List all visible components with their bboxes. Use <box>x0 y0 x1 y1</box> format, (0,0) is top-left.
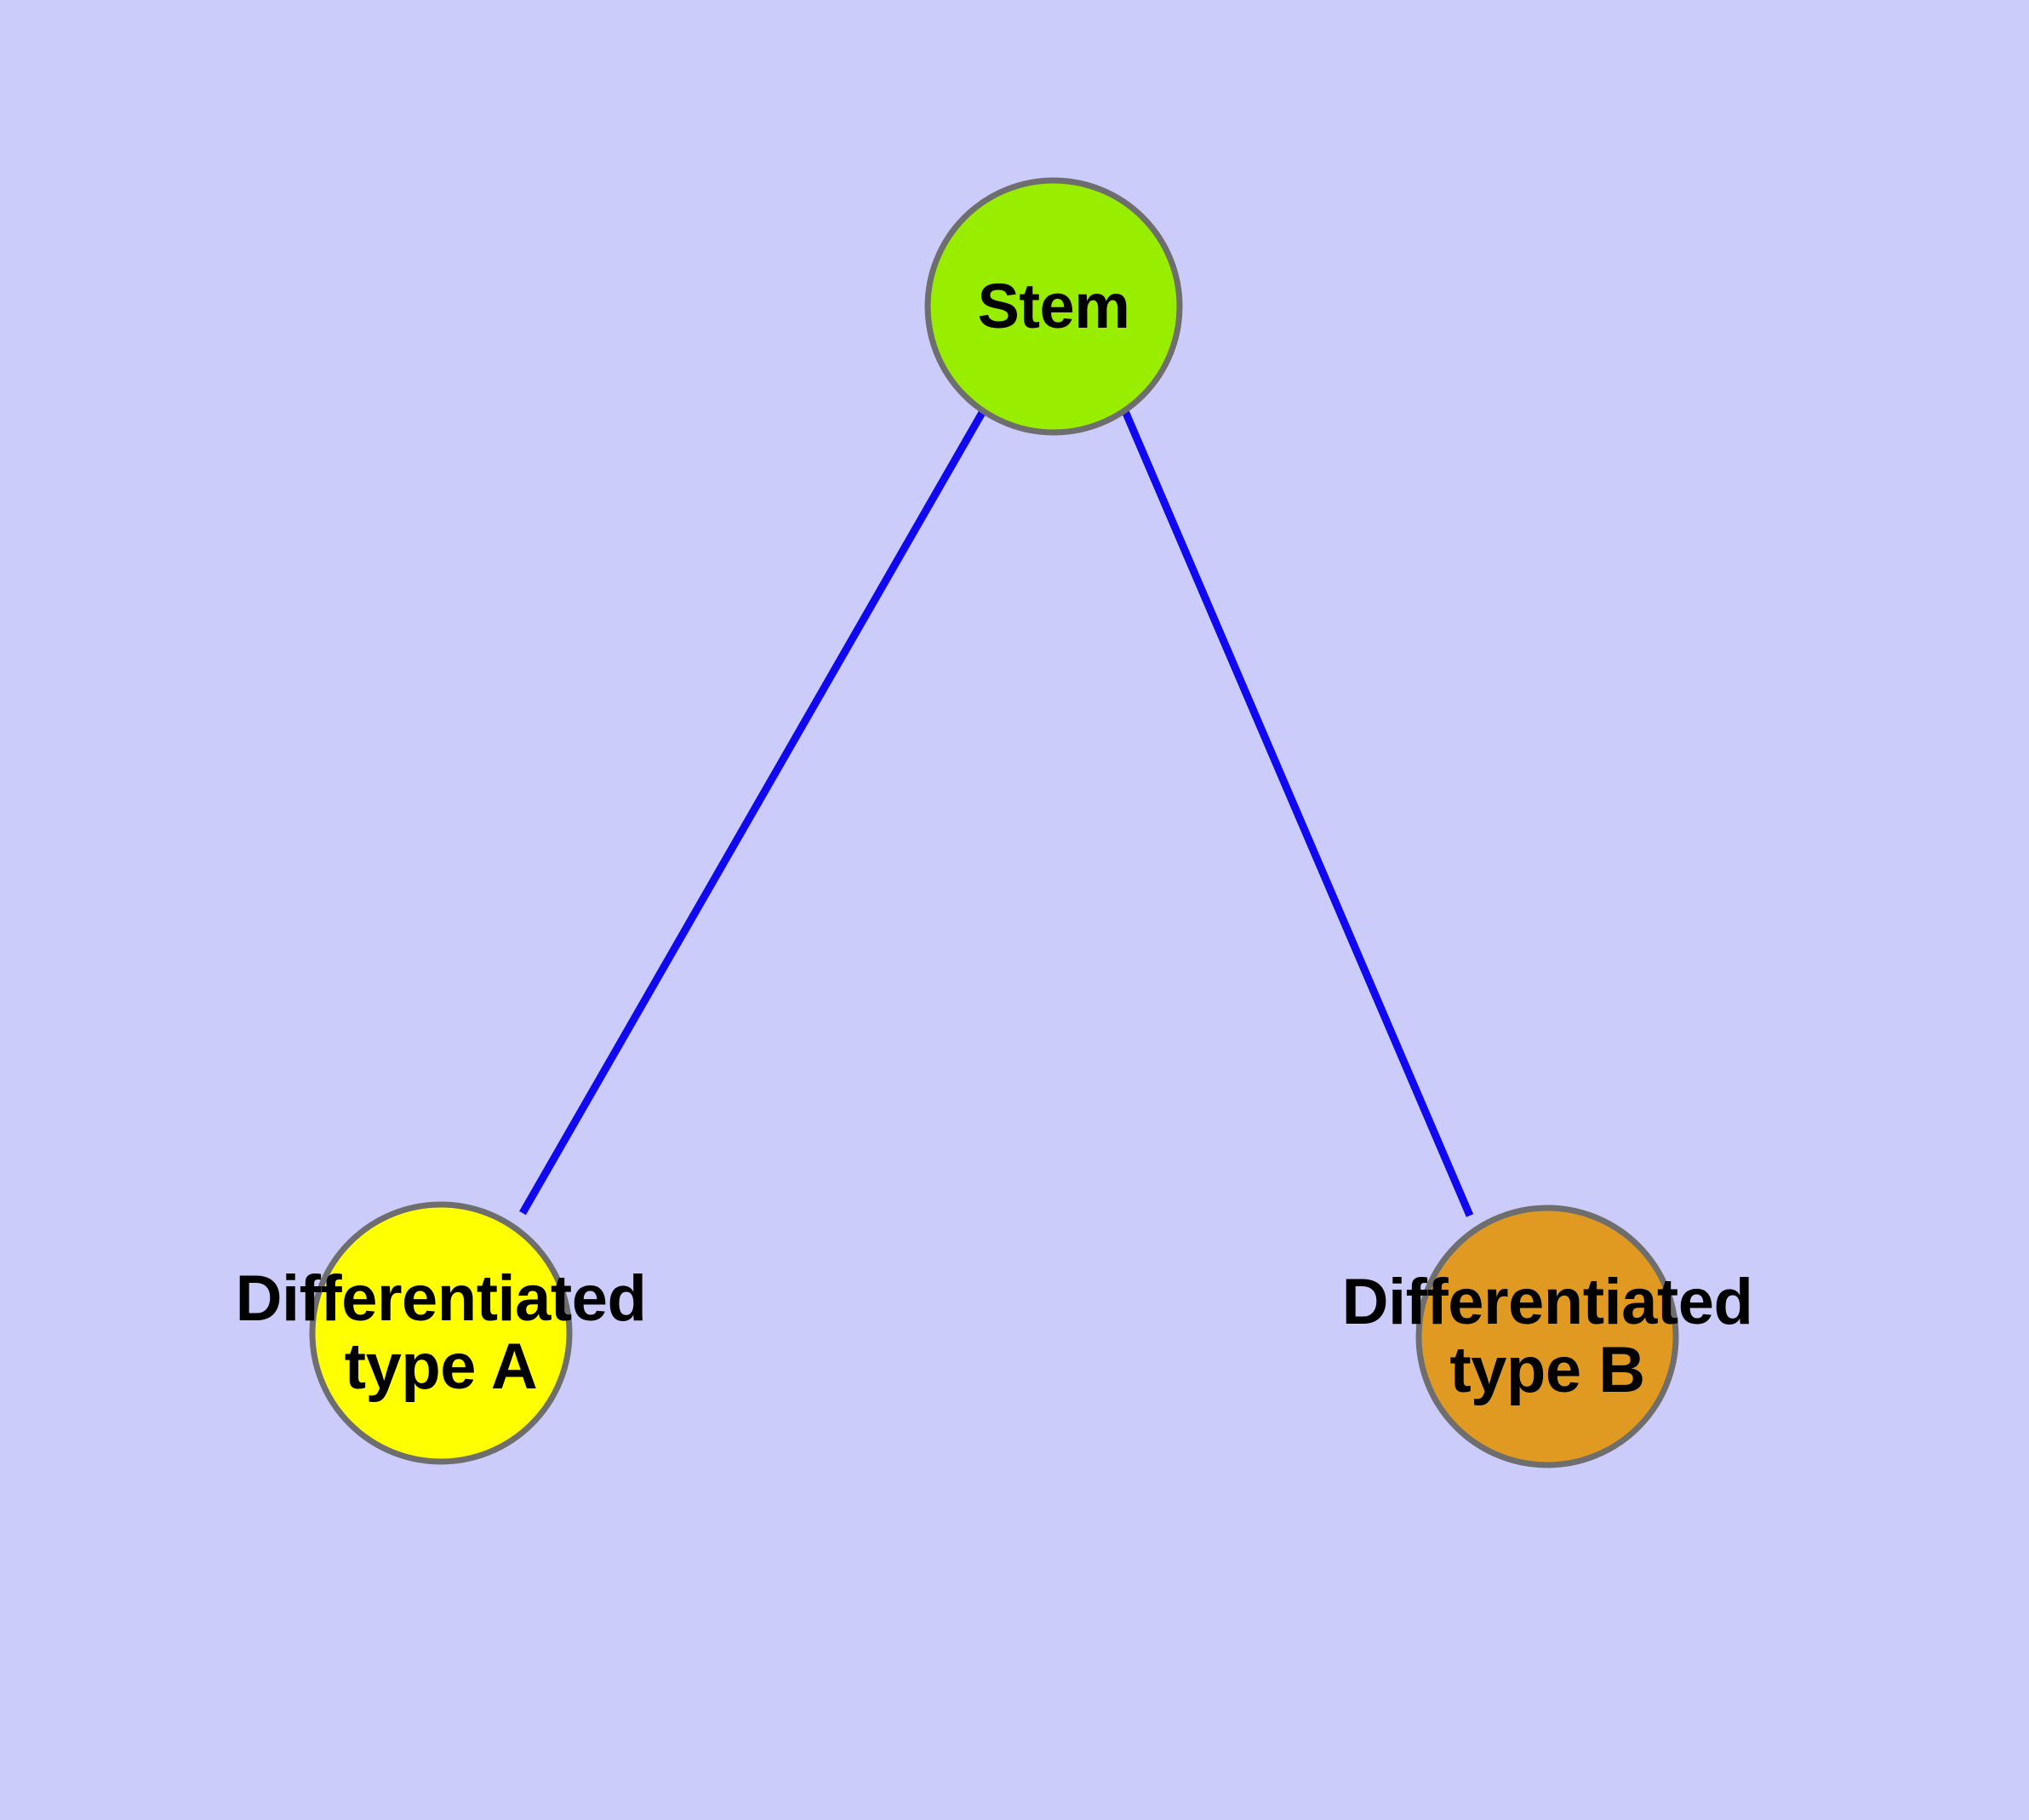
node-stem[interactable] <box>924 177 1183 436</box>
node-differentiated-type-b[interactable] <box>1415 1205 1679 1468</box>
edge-stem-to-differentiated-type-a[interactable] <box>519 409 986 1216</box>
node-layer <box>309 177 1679 1468</box>
edge-stem-to-differentiated-type-b[interactable] <box>1121 409 1474 1217</box>
edge-layer <box>519 409 1474 1217</box>
node-differentiated-type-a[interactable] <box>309 1201 573 1465</box>
